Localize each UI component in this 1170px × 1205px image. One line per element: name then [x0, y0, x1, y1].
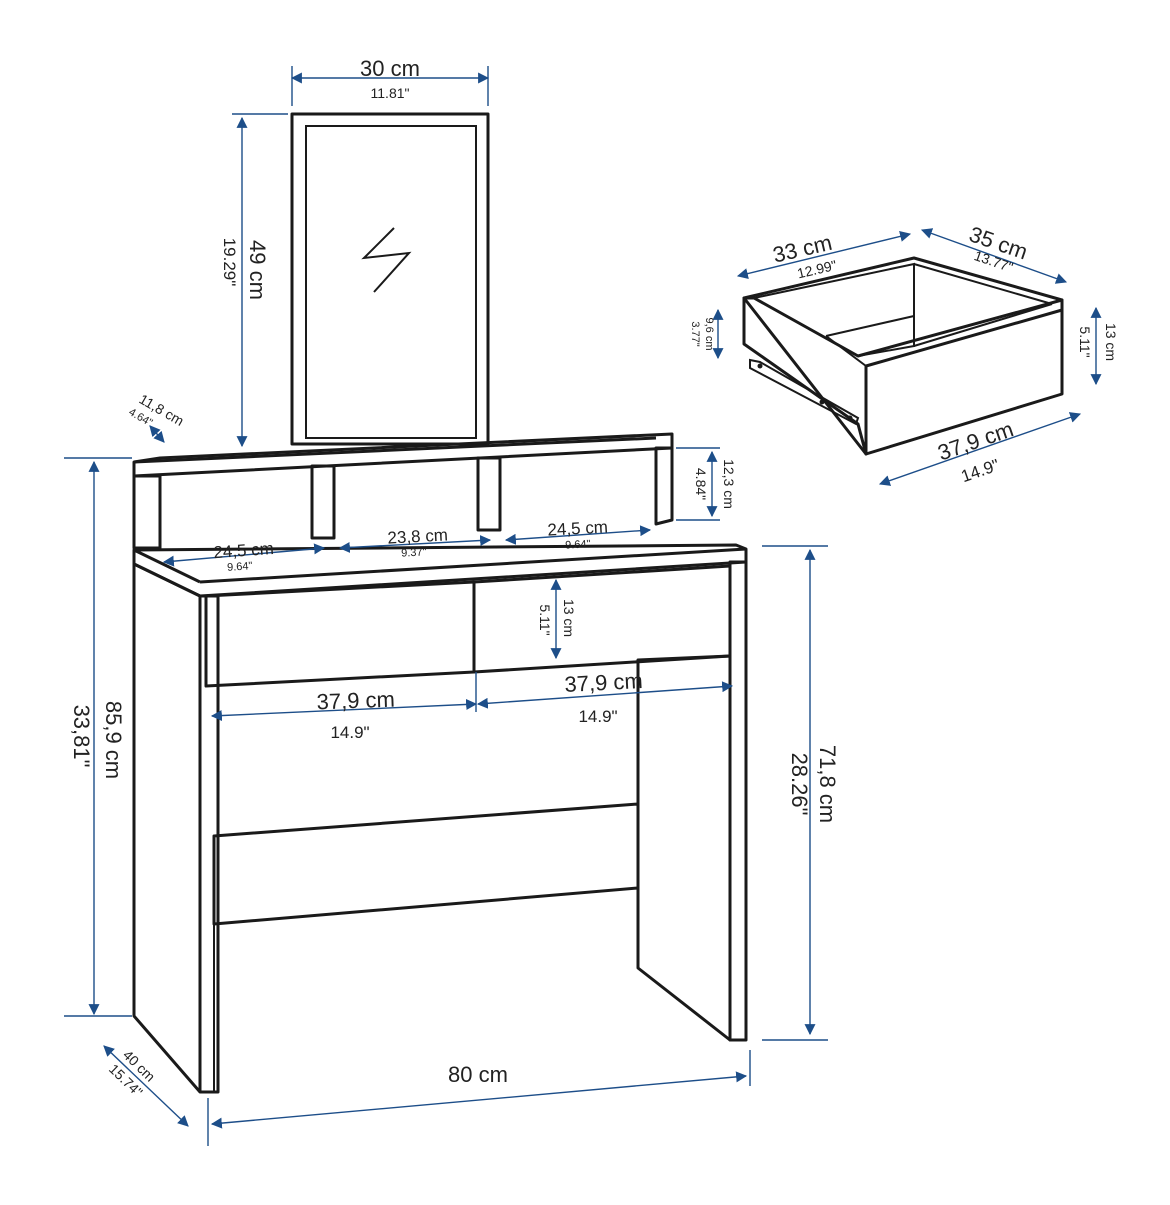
compartment-3-cm: 24,5 cm — [547, 517, 608, 539]
compartment-1-in: 9.64" — [227, 560, 253, 574]
total-height-in: 33,81" — [69, 705, 94, 768]
drawer-inner-height-in: 3.77" — [689, 321, 701, 346]
drawer-front-width-in: 14.9" — [959, 455, 1002, 486]
compartment-3-in: 9.64" — [565, 538, 591, 551]
compartment-2-in: 9.37" — [401, 546, 427, 559]
mirror-width-in: 11.81" — [371, 85, 410, 101]
mirror-frame — [290, 112, 490, 446]
drawer-inner-height-cm: 9,6 cm — [703, 317, 715, 350]
dimension-labels: 30 cm 11.81" 49 cm 19.29" 11,8 cm 4.64" … — [69, 56, 1119, 1100]
total-height-cm: 85,9 cm — [101, 701, 126, 779]
drawer-front-height-cm: 13 cm — [1103, 323, 1119, 361]
shelf-left-side — [132, 474, 162, 550]
front-drawer-left — [204, 580, 476, 688]
shelf-partition-left — [310, 464, 336, 540]
front-drawer-2-cm: 37,9 cm — [564, 668, 643, 697]
mirror — [290, 112, 490, 446]
desk-body — [132, 543, 748, 1094]
top-shelf-unit — [132, 432, 674, 550]
drawer-runner — [749, 358, 860, 426]
mirror-height-cm: 49 cm — [245, 240, 270, 300]
front-drawer-height-cm: 13 cm — [561, 599, 577, 637]
compartment-1-cm: 24,5 cm — [213, 539, 275, 562]
mirror-reflection-icon — [361, 227, 412, 293]
shelf-top-board — [132, 432, 674, 478]
drawer-front-width-cm: 37,9 cm — [934, 416, 1016, 465]
shelf-partition-right — [476, 456, 502, 532]
drawer-detail — [742, 256, 1064, 456]
front-drawer-1-cm: 37,9 cm — [316, 687, 395, 715]
desk-height-cm: 71,8 cm — [815, 745, 840, 823]
dimension-lines — [64, 66, 1102, 1146]
desk-width-cm: 80 cm — [448, 1062, 508, 1087]
front-drawer-1-in: 14.9" — [330, 723, 369, 742]
mirror-glass — [305, 125, 477, 439]
shelf-height-cm: 12,3 cm — [721, 459, 737, 509]
compartment-2-cm: 23,8 cm — [387, 525, 448, 547]
front-drawer-right — [472, 564, 732, 674]
mirror-width-cm: 30 cm — [360, 56, 420, 81]
desk-lower-rail — [212, 802, 640, 926]
shelf-right-side — [654, 446, 674, 526]
desk-right-panel — [728, 560, 748, 1042]
front-drawer-2-in: 14.9" — [578, 707, 617, 726]
desk-back-panel — [636, 654, 732, 1042]
front-drawer-height-in: 5.11" — [537, 604, 553, 635]
drawer-front-height-in: 5.11" — [1077, 326, 1093, 357]
mirror-height-in: 19.29" — [220, 238, 239, 287]
shelf-height-in: 4.84" — [693, 468, 709, 500]
desk-height-in: 28.26" — [787, 753, 812, 816]
